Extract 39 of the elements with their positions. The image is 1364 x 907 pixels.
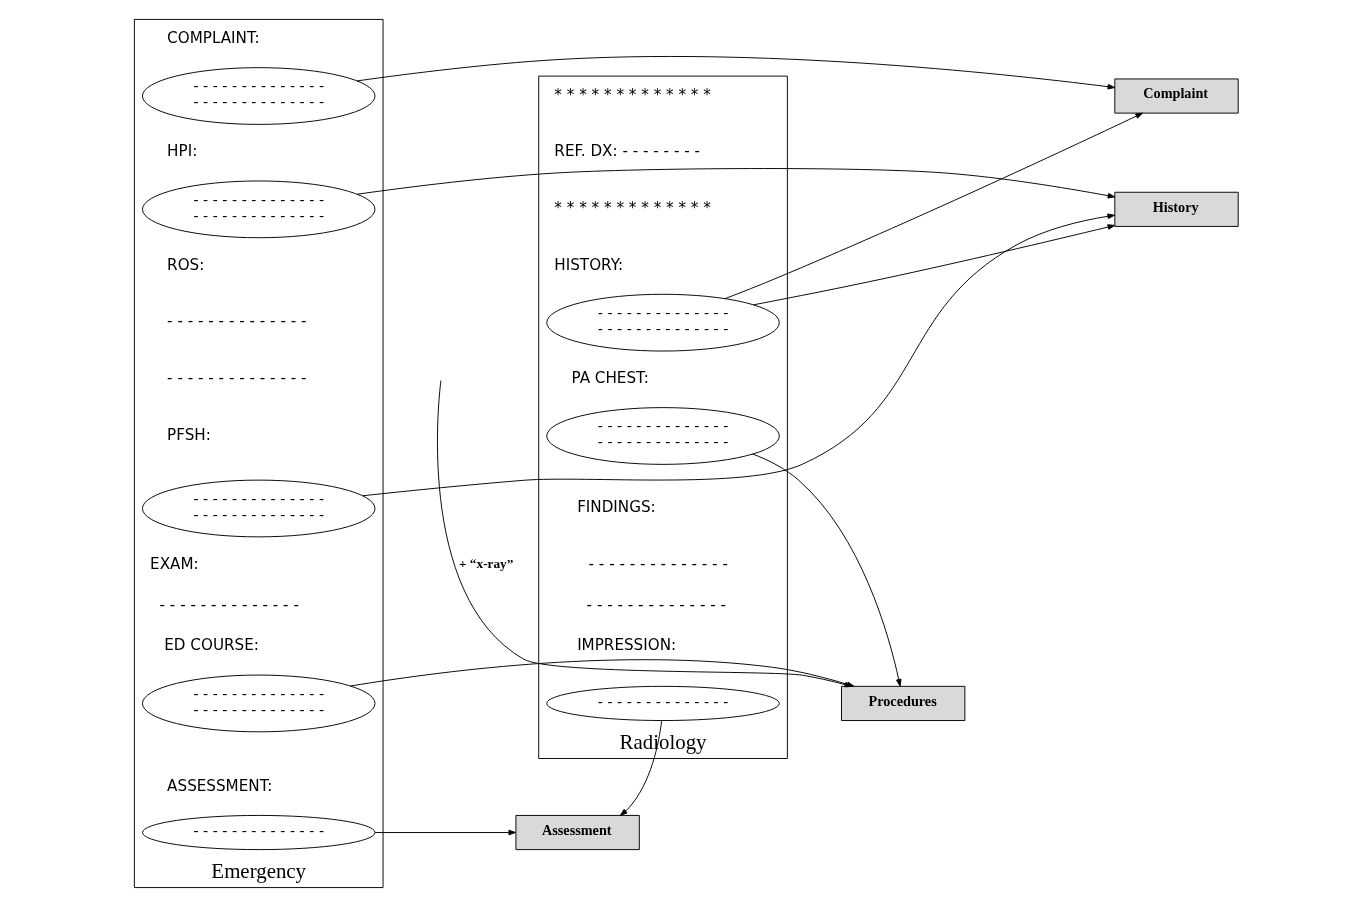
node-box: Procedures xyxy=(840,685,965,721)
arrow xyxy=(356,56,1115,90)
arrow xyxy=(619,720,662,816)
node-ellipse: - - - - - - - - - - - - - - - - - - - - - - - - - - - - xyxy=(545,293,780,352)
arrow xyxy=(356,168,1115,199)
node-ellipse: - - - - - - - - - - - - - - - - - - - - - - - - - - - - xyxy=(545,407,780,465)
node-box: Complaint xyxy=(1113,78,1239,114)
label: IMPRESSION: xyxy=(576,636,676,655)
label: EXAM: xyxy=(149,554,199,573)
label: HISTORY: xyxy=(553,255,623,274)
label: * * * * * * * * * * * * * xyxy=(553,85,711,104)
node-box: History xyxy=(1113,191,1239,227)
node-ellipse: - - - - - - - - - - - - - - - - - - - - - - - - - - - - xyxy=(141,674,375,733)
label: ED COURSE: xyxy=(163,636,259,655)
node-box: Assessment xyxy=(514,814,640,851)
node-ellipse: - - - - - - - - - - - - - - - - - - - - - - - - - - - - xyxy=(141,67,375,125)
label: PFSH: xyxy=(166,425,211,444)
label: ROS: xyxy=(166,255,204,274)
edge-label: + “x-ray” xyxy=(458,555,513,571)
label: ASSESSMENT: xyxy=(166,776,272,795)
label: COMPLAINT: xyxy=(166,28,260,47)
arrow xyxy=(723,112,1143,300)
label: - - - - - - - - - - - - - - xyxy=(586,595,726,614)
label: PA CHEST: xyxy=(570,368,649,387)
arrow xyxy=(361,213,1115,497)
label: FINDINGS: xyxy=(576,498,656,517)
label: - - - - - - - - - - - - - - xyxy=(166,312,306,331)
node-ellipse: - - - - - - - - - - - - - - xyxy=(545,685,780,721)
label: - - - - - - - - - - - - - - xyxy=(588,554,728,573)
label: REF. DX: - - - - - - - - xyxy=(553,142,700,161)
node-ellipse: - - - - - - - - - - - - - - xyxy=(141,814,375,851)
label: HPI: xyxy=(166,142,197,161)
arrow xyxy=(752,224,1115,306)
label: * * * * * * * * * * * * * xyxy=(553,198,711,217)
label: - - - - - - - - - - - - - - xyxy=(159,595,299,614)
node-ellipse: - - - - - - - - - - - - - - - - - - - - - - - - - - - - xyxy=(141,180,375,239)
label: - - - - - - - - - - - - - - xyxy=(166,368,306,387)
arrow xyxy=(374,829,516,836)
node-ellipse: - - - - - - - - - - - - - - - - - - - - - - - - - - - - xyxy=(141,479,375,538)
